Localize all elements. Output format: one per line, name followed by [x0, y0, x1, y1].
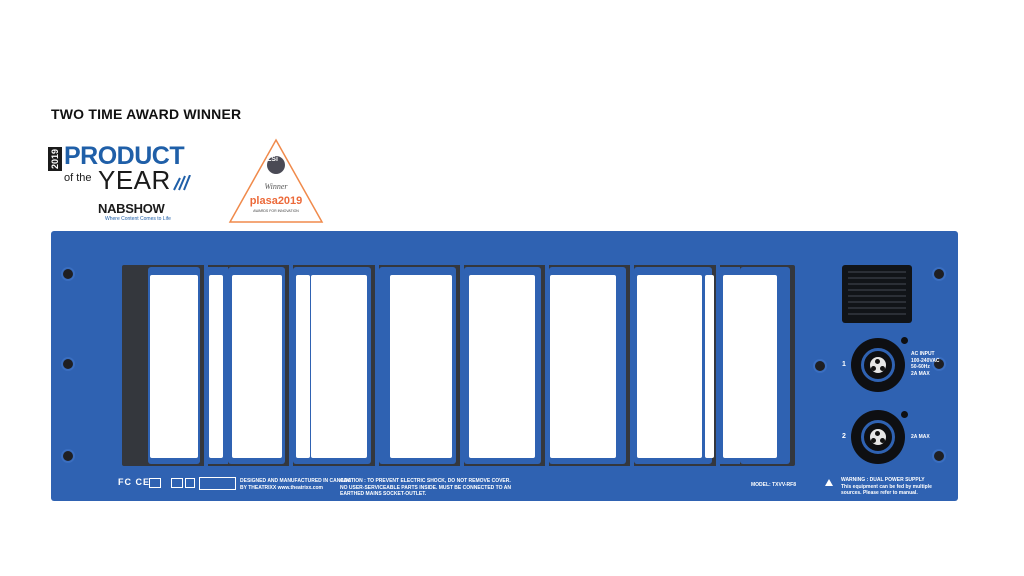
designed-text: DESIGNED AND MANUFACTURED IN CANADA BY T…	[240, 478, 352, 491]
weee-icon	[185, 478, 195, 488]
connector-latch	[901, 411, 908, 418]
caution-text: CAUTION : TO PREVENT ELECTRIC SHOCK, DO …	[340, 478, 511, 497]
slot-divider	[630, 265, 634, 466]
nab-year-word: YEAR	[98, 165, 171, 195]
nab-show-text: NABSHOW	[98, 201, 165, 216]
screw-icon	[813, 359, 827, 373]
manual-icon	[171, 478, 183, 488]
screw-icon	[61, 449, 75, 463]
slot-divider	[716, 265, 720, 466]
module-bay	[122, 265, 795, 466]
slot-opening	[150, 275, 198, 458]
screw-icon	[61, 267, 75, 281]
fan-grille-icon	[842, 265, 912, 323]
slot-opening	[390, 275, 452, 458]
rack-panel: 1 AC INPUT 100-240VAC 50-60Hz 2A MAX 2 2…	[51, 231, 958, 501]
slot-divider	[545, 265, 549, 466]
plasa-winner-text: Winner	[264, 182, 288, 191]
input-2-spec: 2A MAX	[911, 434, 930, 440]
slot-opening	[705, 275, 714, 458]
slot-divider	[375, 265, 379, 466]
plasa-subtitle: AWARDS FOR INNOVATION	[253, 209, 299, 213]
screw-icon	[932, 449, 946, 463]
plasa-name: plasa2019	[249, 195, 303, 207]
screw-icon	[932, 267, 946, 281]
slot-opening	[209, 275, 223, 458]
warning-triangle-icon	[825, 479, 833, 486]
warning-text: WARNING : DUAL POWER SUPPLY This equipme…	[841, 477, 932, 496]
lsi-badge: LSi	[267, 156, 278, 163]
slot-opening	[723, 275, 777, 458]
slot-opening	[550, 275, 616, 458]
slot-opening	[232, 275, 282, 458]
slot-opening	[637, 275, 702, 458]
class-label	[199, 477, 236, 490]
plasa-award-logo: LSi Winner plasa2019 AWARDS FOR INNOVATI…	[228, 138, 324, 224]
nab-stripes-icon	[173, 175, 191, 191]
power-connector-2-icon	[851, 410, 905, 464]
compliance-marks: FC CE	[118, 477, 150, 487]
input-1-spec: AC INPUT 100-240VAC 50-60Hz 2A MAX	[911, 351, 940, 377]
input-1-number: 1	[842, 361, 846, 368]
screw-icon	[61, 357, 75, 371]
screw-icon	[932, 357, 946, 371]
slot-opening	[469, 275, 535, 458]
nab-product-of-the-year-logo: 2019 PRODUCT of the YEAR NABSHOW Where C…	[48, 142, 208, 227]
slot-opening	[296, 275, 310, 458]
award-heading: TWO TIME AWARD WINNER	[51, 106, 242, 122]
power-connector-1-icon	[851, 338, 905, 392]
ul-mark-icon	[149, 478, 161, 488]
input-2-number: 2	[842, 433, 846, 440]
nab-of-the-text: of the	[64, 172, 92, 184]
slot-opening	[311, 275, 367, 458]
nab-year: 2019	[48, 147, 62, 171]
nab-tagline: Where Content Comes to Life	[105, 216, 171, 222]
model-text: MODEL: TXVV-RF8	[751, 482, 797, 488]
slot-divider	[204, 265, 208, 466]
slot-divider	[289, 265, 293, 466]
slot-divider	[460, 265, 464, 466]
plasa-triangle-icon	[228, 138, 324, 223]
connector-latch	[901, 337, 908, 344]
nab-product-text: PRODUCT	[64, 142, 185, 170]
